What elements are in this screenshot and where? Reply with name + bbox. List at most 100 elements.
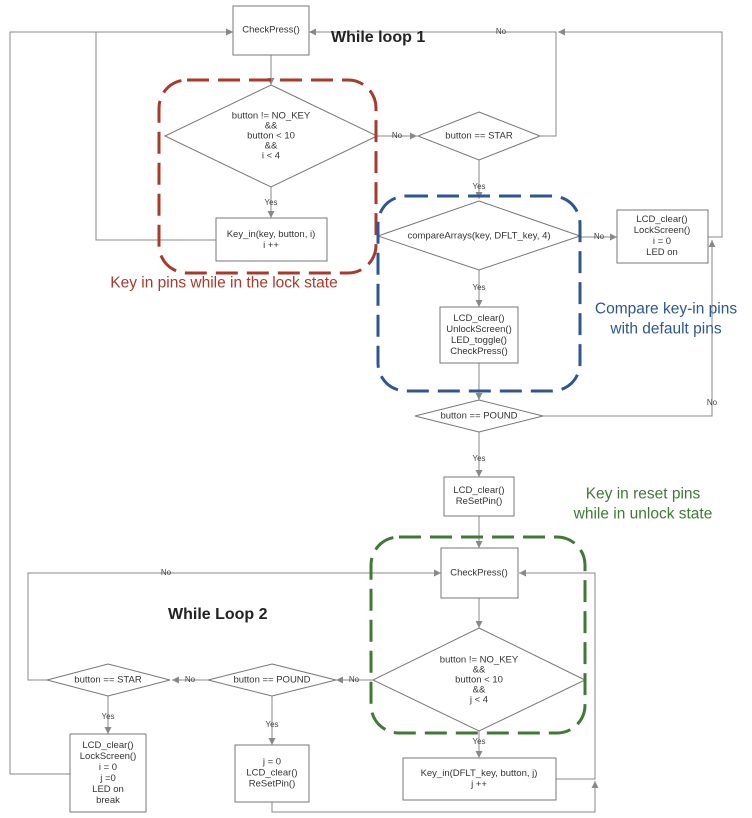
lock-clear-line-3: i = 0 (653, 236, 671, 247)
cond-keyin1-line-3: button < 10 (247, 131, 295, 142)
star1-label: button == STAR (445, 131, 513, 142)
star1-line-1: button == STAR (445, 131, 513, 142)
resetpin1-line-1: LCD_clear() (453, 485, 504, 496)
checkpress1-label: CheckPress() (242, 25, 300, 36)
keyin2-node: Key_in(DFLT_key, button, j)j ++ (402, 757, 557, 801)
lock-break-line-2: LockScreen() (80, 751, 137, 762)
loop2-title: While Loop 2 (168, 606, 268, 623)
checkpress2-label: CheckPress() (450, 568, 508, 579)
keyin2-line-2: j ++ (470, 779, 487, 790)
unlock-node: LCD_clear()UnlockScreen()LED_toggle()Che… (439, 306, 519, 364)
lock-break-line-3: i = 0 (99, 762, 117, 773)
label-no-cond1: No (392, 131, 403, 140)
label-yes-compare: Yes (472, 283, 485, 292)
label-no-pound1: No (707, 398, 718, 407)
reset-block-line-1: j = 0 (262, 757, 281, 768)
star2-line-1: button == STAR (74, 675, 142, 686)
lock-keyin-region (157, 78, 378, 275)
unlock-block-line-3: LED_toggle() (451, 335, 507, 346)
resetpin1-label: LCD_clear()ReSetPin() (453, 485, 504, 507)
edge-resetblock-loopback (271, 781, 599, 813)
cond-keyin1-line-2: && (265, 121, 278, 132)
cond-keyin1-line-4: && (265, 141, 278, 152)
annotation-keyin-lock-line-1: Key in pins while in the lock state (110, 275, 337, 292)
unlock-block-label: LCD_clear()UnlockScreen()LED_toggle()Che… (446, 313, 511, 357)
unlock-block-line-1: LCD_clear() (453, 313, 504, 324)
compare-region (376, 194, 582, 393)
cond-keyin2-line-1: button != NO_KEY (440, 655, 519, 666)
condition-keyin2-diamond: button != NO_KEY&&button < 10&&j < 4 (371, 627, 587, 732)
resetpin1-line-2: ReSetPin() (456, 496, 502, 507)
edge-lockclear-loopback (558, 28, 723, 238)
edge-star2-no-loopback (27, 569, 441, 681)
cond-keyin1-label: button != NO_KEY&&button < 10&&i < 4 (232, 111, 311, 162)
annotation-reset-line-1: Key in reset pins (586, 486, 701, 503)
cond-keyin2-line-4: && (473, 685, 486, 696)
checkpress1-line-1: CheckPress() (242, 25, 300, 36)
keyin2-label: Key_in(DFLT_key, button, j)j ++ (421, 768, 538, 790)
compare-diamond: compareArrays(key, DFLT_key, 4) (376, 200, 582, 271)
label-no-pound2: No (185, 675, 196, 684)
cond-keyin2-label: button != NO_KEY&&button < 10&&j < 4 (440, 655, 519, 706)
unlock-block-line-4: CheckPress() (450, 346, 508, 357)
label-no-compare: No (594, 232, 605, 241)
keyin1-line-2: i ++ (263, 240, 279, 251)
label-yes-cond2: Yes (472, 737, 485, 746)
checkpress2-line-1: CheckPress() (450, 568, 508, 579)
keyin1-label: Key_in(key, button, i)i ++ (227, 229, 316, 251)
label-no-star2: No (161, 568, 172, 577)
cond-keyin1-line-5: i < 4 (262, 151, 280, 162)
annotation-compare: Compare key-in pins with default pins (595, 301, 737, 338)
label-yes-star1: Yes (472, 182, 485, 191)
condition-keyin1-diamond: button != NO_KEY&&button < 10&&i < 4 (163, 84, 379, 188)
reset-block-line-2: LCD_clear() (246, 768, 297, 779)
star2-label: button == STAR (74, 675, 142, 686)
star1-diamond: button == STAR (416, 111, 542, 161)
lock-break-line-5: LED on (92, 784, 124, 795)
checkpress2-node: CheckPress() (440, 547, 519, 599)
reset-block-line-3: ReSetPin() (249, 779, 295, 790)
nodes: CheckPress() button != NO_KEY&&button < … (45, 5, 709, 813)
cond-keyin2-line-3: button < 10 (455, 675, 503, 686)
label-yes-cond1: Yes (264, 198, 277, 207)
label-no-star1: No (496, 27, 507, 36)
annotation-keyin-lock: Key in pins while in the lock state (110, 275, 337, 292)
edge-pound1-no (543, 240, 716, 417)
pound2-diamond: button == POUND (207, 663, 337, 697)
lock-clear-line-1: LCD_clear() (636, 214, 687, 225)
lock-clear-line-2: LockScreen() (634, 225, 691, 236)
loop1-title: While loop 1 (331, 29, 425, 46)
cond-keyin2-line-2: && (473, 665, 486, 676)
label-yes-pound1: Yes (472, 454, 485, 463)
annotation-reset-line-2: while in unlock state (573, 506, 713, 523)
compare-label: compareArrays(key, DFLT_key, 4) (407, 231, 550, 242)
keyin1-line-1: Key_in(key, button, i) (227, 229, 316, 240)
edges (9, 28, 723, 813)
label-no-cond2: No (349, 675, 360, 684)
lock-break-line-4: j =0 (99, 773, 116, 784)
pound2-label: button == POUND (233, 675, 310, 686)
star2-diamond: button == STAR (45, 663, 171, 697)
cond-keyin2-line-5: j < 4 (469, 695, 488, 706)
pound2-line-1: button == POUND (233, 675, 310, 686)
pound1-line-1: button == POUND (440, 411, 517, 422)
annotation-reset: Key in reset pins while in unlock state (573, 486, 713, 523)
annotation-compare-line-2: with default pins (609, 321, 721, 338)
edge-labels: Yes No No Yes No Yes No Yes No No No Yes… (101, 27, 717, 746)
pound1-diamond: button == POUND (414, 399, 544, 433)
reset-region (369, 535, 587, 735)
resetpin1-node: LCD_clear()ReSetPin() (443, 476, 515, 517)
compare-line-1: compareArrays(key, DFLT_key, 4) (407, 231, 550, 242)
checkpress1-node: CheckPress() (232, 5, 310, 56)
pound1-label: button == POUND (440, 411, 517, 422)
lock-break-line-1: LCD_clear() (82, 740, 133, 751)
annotation-compare-line-1: Compare key-in pins (595, 301, 737, 318)
edge-star1-no-loopback (309, 28, 557, 137)
edge-keyin2-loopback (519, 569, 596, 780)
